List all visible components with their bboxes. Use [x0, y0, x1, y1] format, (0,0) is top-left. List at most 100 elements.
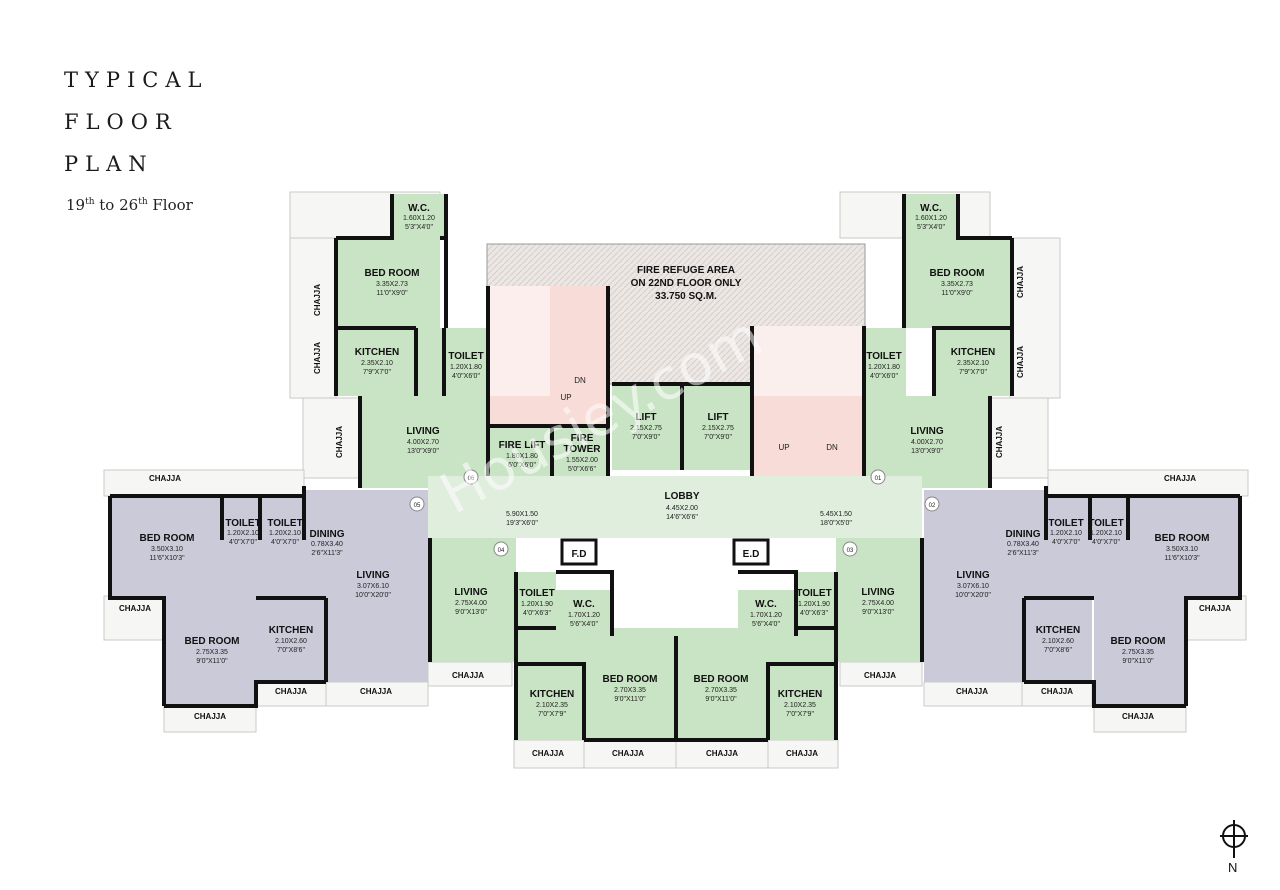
- flat-left: [110, 490, 428, 706]
- tl-kitchen-dim-2: 7'9"X7'0": [363, 369, 391, 376]
- flat-number: 06: [468, 476, 475, 482]
- bl-wc-dim-2: 5'6"X4'0": [570, 621, 598, 628]
- lift2-label: LIFT: [707, 412, 728, 423]
- br-wc-dim-1: 1.70X1.20: [750, 612, 782, 619]
- flat-right: [924, 490, 1240, 706]
- l-toilet1-label: TOILET: [225, 518, 260, 529]
- br-kitchen-dim-1: 2.10X2.35: [784, 702, 816, 709]
- r-bed1-dim-2: 11'6"X10'3": [1164, 555, 1200, 562]
- r-bed2-label: BED ROOM: [1111, 636, 1166, 647]
- lobby-left-dim-1: 5.90X1.50: [506, 511, 538, 518]
- chajja-label: CHAJJA: [864, 671, 896, 680]
- br-bed-dim-1: 2.70X3.35: [705, 687, 737, 694]
- r-dining-dim-1: 0.78X3.40: [1007, 541, 1039, 548]
- br-wc-label: W.C.: [755, 599, 777, 610]
- fire-tower-label-1: FIRE: [571, 433, 594, 444]
- tr-toilet-dim-1: 1.20X1.80: [868, 364, 900, 371]
- fire-refuge-label-2: ON 22ND FLOOR ONLY: [631, 278, 742, 289]
- l-toilet2-dim-2: 4'0"X7'0": [271, 539, 299, 546]
- l-living-label: LIVING: [356, 570, 390, 581]
- floor-word: Floor: [147, 196, 193, 214]
- r-kitchen-dim-2: 7'0"X8'6": [1044, 647, 1072, 654]
- walls: [108, 194, 1242, 742]
- br-living-dim-1: 2.75X4.00: [862, 600, 894, 607]
- floor-range: 19th to 26th Floor: [66, 196, 193, 214]
- br-wc-dim-2: 5'6"X4'0": [752, 621, 780, 628]
- r-dining-dim-2: 2'6"X11'3": [1007, 550, 1039, 557]
- fire-refuge-label-1: FIRE REFUGE AREA: [637, 265, 735, 276]
- r-living-dim-2: 10'0"X20'0": [955, 592, 991, 599]
- lobby-dim-1: 4.45X2.00: [666, 505, 698, 512]
- r-toilet1-dim-2: 4'0"X7'0": [1052, 539, 1080, 546]
- flat-number: 01: [875, 476, 882, 482]
- bl-bed-dim-2: 9'0"X11'0": [614, 696, 646, 703]
- l-bed2-dim-2: 9'0"X11'0": [196, 658, 228, 665]
- chajja-label: CHAJJA: [612, 749, 644, 758]
- l-toilet1-dim-1: 1.20X2.10: [227, 530, 259, 537]
- flat-bottom-left: [430, 538, 676, 740]
- lobby-dim-2: 14'6"X6'6": [666, 514, 698, 521]
- br-kitchen-dim-2: 7'0"X7'9": [786, 711, 814, 718]
- chajja-label: CHAJJA: [1164, 474, 1196, 483]
- r-living-dim-1: 3.07X6.10: [957, 583, 989, 590]
- chajja-label: CHAJJA: [786, 749, 818, 758]
- fire-lift-dim-2: 6'0"X6'0": [508, 462, 536, 469]
- chajja-label: CHAJJA: [313, 284, 322, 316]
- l-kitchen-dim-2: 7'0"X8'6": [277, 647, 305, 654]
- tr-toilet-label: TOILET: [866, 351, 901, 362]
- chajja-label: CHAJJA: [956, 687, 988, 696]
- bl-toilet-dim-2: 4'0"X6'3": [523, 610, 551, 617]
- tr-kitchen-dim-2: 7'9"X7'0": [959, 369, 987, 376]
- br-toilet-dim-1: 1.20X1.90: [798, 601, 830, 608]
- r-bed2-dim-2: 9'0"X11'0": [1122, 658, 1154, 665]
- chajja-label: CHAJJA: [335, 426, 344, 458]
- r-bed2-dim-1: 2.75X3.35: [1122, 649, 1154, 656]
- lobby-area: [428, 476, 922, 538]
- r-toilet1-dim-1: 1.20X2.10: [1050, 530, 1082, 537]
- stair-dn-left: DN: [574, 376, 586, 385]
- l-bed2-label: BED ROOM: [185, 636, 240, 647]
- r-living-label: LIVING: [956, 570, 990, 581]
- chajja-label: CHAJJA: [1016, 266, 1025, 298]
- flat-number: 03: [847, 548, 854, 554]
- lift1-label: LIFT: [635, 412, 656, 423]
- fire-tower-dim-2: 5'0"X6'6": [568, 466, 596, 473]
- bl-kitchen-label: KITCHEN: [530, 689, 574, 700]
- bl-living-dim-2: 9'0"X13'0": [455, 609, 487, 616]
- r-bed1-label: BED ROOM: [1155, 533, 1210, 544]
- tl-kitchen-label: KITCHEN: [355, 347, 399, 358]
- tr-wc-dim-2: 5'3"X4'0": [917, 224, 945, 231]
- l-bed2-dim-1: 2.75X3.35: [196, 649, 228, 656]
- chajja-label: CHAJJA: [360, 687, 392, 696]
- br-living-label: LIVING: [861, 587, 895, 598]
- bl-kitchen-dim-2: 7'0"X7'9": [538, 711, 566, 718]
- flat-top-right: [866, 194, 1014, 488]
- l-dining-dim-1: 0.78X3.40: [311, 541, 343, 548]
- bl-toilet-label: TOILET: [519, 588, 554, 599]
- chajja-label: CHAJJA: [452, 671, 484, 680]
- r-kitchen-label: KITCHEN: [1036, 625, 1080, 636]
- tr-wc-dim-1: 1.60X1.20: [915, 215, 947, 222]
- chajja-label: CHAJJA: [1041, 687, 1073, 696]
- page-title-line2: FLOOR: [64, 110, 178, 134]
- r-bed1-dim-1: 3.50X3.10: [1166, 546, 1198, 553]
- tl-living-dim-1: 4.00X2.70: [407, 439, 439, 446]
- fd-label: F.D: [572, 549, 587, 560]
- stair-flight-left: [490, 286, 550, 396]
- chajja-label: CHAJJA: [119, 604, 151, 613]
- tl-wc-dim-1: 1.60X1.20: [403, 215, 435, 222]
- chajja-label: CHAJJA: [706, 749, 738, 758]
- fire-tower-label-2: TOWER: [563, 444, 601, 455]
- chajja-label: CHAJJA: [1122, 712, 1154, 721]
- chajja-label: CHAJJA: [194, 712, 226, 721]
- ed-label: E.D: [743, 549, 760, 560]
- floor-to: to 26: [94, 196, 139, 214]
- lift2-dim-2: 7'0"X9'0": [704, 434, 732, 441]
- r-kitchen-dim-1: 2.10X2.60: [1042, 638, 1074, 645]
- l-living-dim-1: 3.07X6.10: [357, 583, 389, 590]
- tl-kitchen-dim-1: 2.35X2.10: [361, 360, 393, 367]
- chajja-label: CHAJJA: [1016, 346, 1025, 378]
- floor-to-sup: th: [138, 197, 148, 207]
- chajja-label: CHAJJA: [313, 342, 322, 374]
